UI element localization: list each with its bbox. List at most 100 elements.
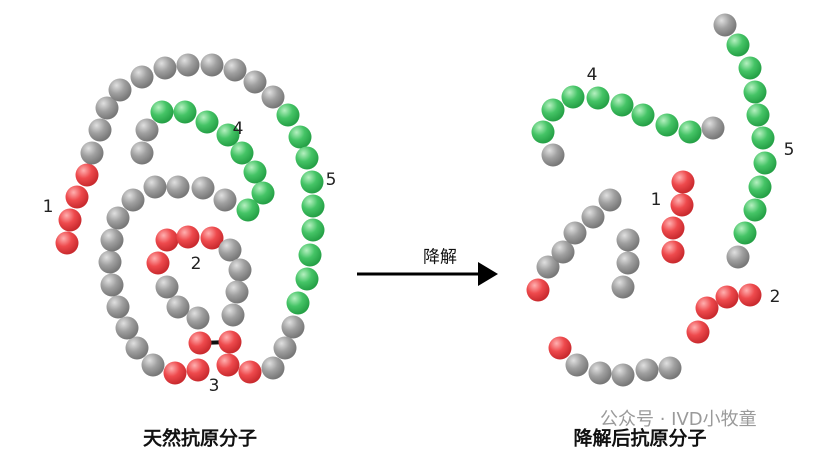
green-bead (173, 100, 197, 124)
green-bead (236, 198, 260, 222)
red-bead (661, 240, 685, 264)
left-label-4: 4 (232, 119, 244, 139)
gray-bead (551, 240, 575, 264)
red-bead (188, 331, 212, 355)
right-label-5: 5 (783, 140, 795, 160)
arrow-head (478, 262, 498, 286)
green-bead (288, 125, 312, 149)
red-bead (65, 185, 89, 209)
gray-bead (563, 221, 587, 245)
red-bead (526, 278, 550, 302)
gray-bead (581, 205, 605, 229)
gray-bead (598, 188, 622, 212)
red-bead (715, 285, 739, 309)
green-bead (738, 56, 762, 80)
gray-bead (565, 353, 589, 377)
red-bead (548, 336, 572, 360)
green-bead (586, 86, 610, 110)
red-bead (216, 353, 240, 377)
gray-bead (200, 53, 224, 77)
gray-bead (225, 280, 249, 304)
gray-bead (135, 118, 159, 142)
green-bead (541, 98, 565, 122)
gray-bead (130, 65, 154, 89)
green-bead (195, 110, 219, 134)
watermark: 公众号 · IVD小牧童 (600, 409, 757, 430)
green-bead (746, 103, 770, 127)
red-bead (155, 228, 179, 252)
green-bead (748, 175, 772, 199)
gray-bead (106, 206, 130, 230)
gray-bead (726, 245, 750, 269)
left-label-2: 2 (190, 254, 202, 274)
right-label-1: 1 (650, 190, 662, 210)
green-bead (301, 194, 325, 218)
gray-bead (88, 118, 112, 142)
red-bead (163, 361, 187, 385)
left-caption: 天然抗原分子 (142, 427, 258, 450)
gray-bead (153, 56, 177, 80)
gray-bead (155, 275, 179, 299)
right-label-4: 4 (586, 65, 598, 85)
gray-bead (228, 258, 252, 282)
gray-bead (115, 316, 139, 340)
gray-bead (143, 175, 167, 199)
gray-bead (121, 188, 145, 212)
green-bead (743, 198, 767, 222)
gray-bead (130, 141, 154, 165)
green-bead (301, 218, 325, 242)
green-bead (561, 85, 585, 109)
red-bead (238, 360, 262, 384)
green-bead (216, 123, 240, 147)
gray-bead (281, 315, 305, 339)
red-bead (146, 251, 170, 275)
gray-bead (80, 141, 104, 165)
red-bead (686, 320, 710, 344)
gray-bead (108, 78, 132, 102)
left-label-3: 3 (208, 376, 220, 396)
green-bead (150, 100, 174, 124)
red-bead (218, 330, 242, 354)
green-bead (243, 160, 267, 184)
green-bead (298, 243, 322, 267)
gray-bead (588, 361, 612, 385)
gray-bead (611, 275, 635, 299)
red-bead (661, 216, 685, 240)
gray-bead (100, 228, 124, 252)
green-bead (753, 151, 777, 175)
green-bead (300, 170, 324, 194)
gray-bead (100, 273, 124, 297)
green-bead (610, 93, 634, 117)
gray-bead (616, 251, 640, 275)
red-bead (58, 208, 82, 232)
gray-bead (106, 295, 130, 319)
green-bead (286, 291, 310, 315)
left-label-1: 1 (42, 197, 54, 217)
gray-bead (701, 116, 725, 140)
red-bead (75, 163, 99, 187)
green-bead (733, 221, 757, 245)
right-caption: 降解后抗原分子 (573, 427, 707, 450)
green-bead (751, 126, 775, 150)
gray-bead (186, 306, 210, 330)
gray-bead (213, 188, 237, 212)
green-bead (678, 120, 702, 144)
gray-bead (658, 356, 682, 380)
green-bead (295, 267, 319, 291)
right-label-2: 2 (769, 287, 781, 307)
gray-bead (218, 238, 242, 262)
green-bead (655, 113, 679, 137)
gray-bead (125, 336, 149, 360)
gray-bead (166, 295, 190, 319)
red-bead (738, 283, 762, 307)
red-bead (671, 170, 695, 194)
red-bead (186, 358, 210, 382)
red-bead (55, 231, 79, 255)
gray-bead (191, 176, 215, 200)
gray-bead (95, 96, 119, 120)
green-bead (631, 103, 655, 127)
green-bead (295, 146, 319, 170)
red-bead (200, 226, 224, 250)
gray-bead (261, 356, 285, 380)
